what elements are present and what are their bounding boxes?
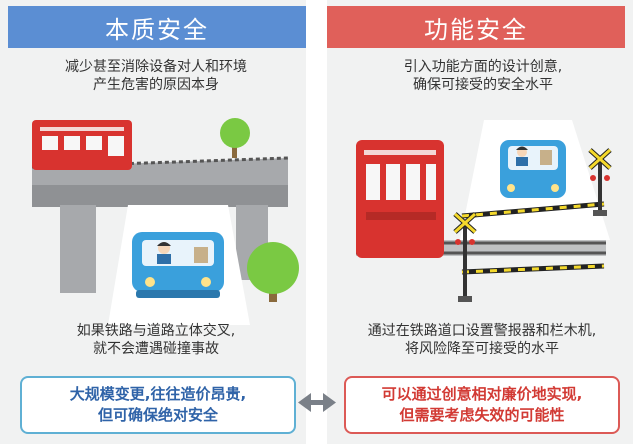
functional-safety-caption: 通过在铁路道口设置警报器和栏木机, 将风险降至可接受的水平 [336,322,628,358]
description-line: 产生危害的原因本身 [93,77,219,93]
car-icon [132,232,224,298]
description-line: 减少甚至消除设备对人和环境 [65,59,247,75]
tree-icon [247,242,299,302]
double-arrow-icon [298,393,336,412]
callout-line: 可以通过创意相对廉价地实现, [381,385,583,403]
intrinsic-safety-description: 减少甚至消除设备对人和环境 产生危害的原因本身 [20,58,292,94]
callout-line: 但需要考虑失效的可能性 [399,406,565,424]
tree-icon [220,118,250,158]
callout-line: 但可确保绝对安全 [97,406,218,424]
functional-safety-callout: 可以通过创意相对廉价地实现, 但需要考虑失效的可能性 [344,376,620,434]
callout-line: 大规模变更,往往造价昂贵, [69,385,247,403]
intrinsic-safety-callout: 大规模变更,往往造价昂贵, 但可确保绝对安全 [20,376,296,434]
caption-line: 如果铁路与道路立体交叉, [76,323,236,339]
train-icon [32,120,132,170]
description-line: 引入功能方面的设计创意, [403,59,563,75]
car-icon [500,140,566,198]
intrinsic-safety-title: 本质安全 [8,6,306,48]
description-line: 确保可接受的安全水平 [413,77,553,93]
caption-line: 通过在铁路道口设置警报器和栏木机, [367,323,597,339]
caption-line: 就不会遭遇碰撞事故 [93,341,219,357]
crossing-signal-icon [453,212,477,302]
train-icon [356,140,444,258]
functional-safety-title: 功能安全 [327,6,625,48]
intrinsic-safety-caption: 如果铁路与道路立体交叉, 就不会遭遇碰撞事故 [20,322,292,358]
barrier-gate-icon [461,201,605,275]
functional-safety-description: 引入功能方面的设计创意, 确保可接受的安全水平 [340,58,626,94]
crossing-signal-icon [588,148,612,216]
driver-icon [157,242,171,264]
driver-icon [516,146,528,166]
caption-line: 将风险降至可接受的水平 [405,341,559,357]
panel-divider [306,0,327,444]
